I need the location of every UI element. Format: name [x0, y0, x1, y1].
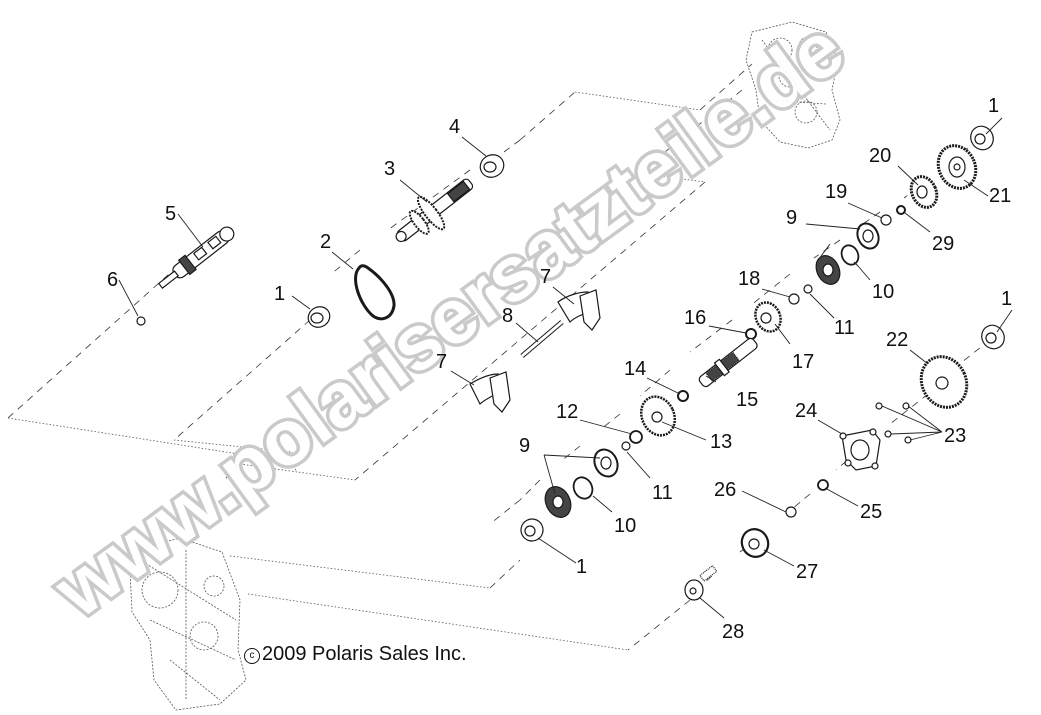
callout-21: 21 — [989, 185, 1011, 207]
part-21-gear — [936, 144, 978, 190]
part-14-bushing — [677, 390, 689, 402]
callout-28: 28 — [722, 621, 744, 643]
callout-1c: 1 — [1001, 288, 1012, 310]
callout-19: 19 — [825, 181, 847, 203]
upper-case-half-illustration — [745, 21, 841, 149]
part-15-output-shaft — [698, 337, 758, 388]
part-20-gear — [909, 175, 939, 209]
part-1-bearing-a — [307, 306, 331, 328]
callout-26: 26 — [714, 479, 736, 501]
part-11-ring-upper — [803, 284, 813, 294]
part-9-bearing-upper-a — [856, 222, 880, 250]
callout-11a: 11 — [834, 317, 855, 339]
callout-15: 15 — [736, 389, 758, 411]
callout-9a: 9 — [786, 207, 797, 229]
callout-1: 1 — [274, 283, 285, 305]
callout-1b: 1 — [988, 95, 999, 117]
callout-6: 6 — [107, 269, 118, 291]
part-12-ring — [629, 430, 643, 444]
callout-17: 17 — [792, 351, 814, 373]
copyright-symbol-icon: c — [244, 648, 260, 664]
part-10-snap-ring-upper — [840, 244, 860, 266]
callouts: 1 2 3 4 5 6 7 7 8 9 9 10 10 11 11 12 13 … — [107, 95, 1012, 643]
lower-case-half-illustration — [129, 537, 247, 711]
callout-10b: 10 — [614, 515, 636, 537]
callout-24: 24 — [795, 400, 817, 422]
callout-11b: 11 — [652, 482, 673, 504]
part-11-ring-lower — [621, 441, 631, 451]
callout-3: 3 — [384, 158, 395, 180]
callout-7b: 7 — [436, 351, 447, 373]
callout-14: 14 — [624, 358, 646, 380]
callout-12: 12 — [556, 401, 578, 423]
callout-22: 22 — [886, 329, 908, 351]
part-3-input-shaft — [395, 178, 474, 243]
part-27-seal — [740, 528, 770, 558]
part-13-gear — [639, 395, 677, 437]
part-2-chain — [354, 264, 396, 321]
part-9-bearing-lower-a — [593, 448, 619, 478]
part-19-washer — [880, 214, 892, 226]
callout-29: 29 — [932, 233, 954, 255]
part-5-shift-drum — [157, 226, 235, 289]
callout-10a: 10 — [872, 281, 894, 303]
part-23-bolts — [875, 402, 912, 444]
callout-20: 20 — [869, 145, 891, 167]
callout-2: 2 — [320, 231, 331, 253]
callout-18: 18 — [738, 268, 760, 290]
callout-13: 13 — [710, 431, 732, 453]
part-24-bearing-retainer — [839, 428, 881, 471]
part-4-bearing — [479, 154, 505, 178]
callout-25: 25 — [860, 501, 882, 523]
callout-16: 16 — [684, 307, 706, 329]
part-17-gear — [754, 301, 782, 333]
callout-23: 23 — [944, 425, 966, 447]
callout-9b: 9 — [519, 435, 530, 457]
part-18-ring — [788, 293, 800, 305]
part-25-ring — [817, 479, 829, 491]
part-22-gear — [919, 355, 969, 409]
part-7-shift-fork-a — [557, 289, 601, 331]
part-1-bearing-d — [520, 518, 544, 542]
parts — [136, 125, 1005, 601]
part-28-drain-plug — [684, 564, 718, 601]
callout-27: 27 — [796, 561, 818, 583]
part-10-snap-ring-lower — [572, 476, 594, 500]
part-26-o-ring — [785, 506, 797, 518]
part-9-bearing-lower-b — [544, 486, 572, 518]
copyright-text: 2009 Polaris Sales Inc. — [262, 643, 467, 665]
part-16-bushing — [745, 328, 757, 340]
part-6-ring — [136, 316, 146, 326]
callout-5: 5 — [165, 203, 176, 225]
watermark: www.polarisersatzteile.de — [34, 0, 863, 638]
callout-7a: 7 — [540, 266, 551, 288]
callout-1d: 1 — [576, 556, 587, 578]
part-9-bearing-upper-b — [815, 255, 841, 285]
callout-8: 8 — [502, 305, 513, 327]
callout-4: 4 — [449, 116, 460, 138]
part-29-bushing — [896, 205, 906, 215]
part-7-shift-fork-b — [469, 371, 511, 413]
leader-lines — [118, 117, 1013, 619]
part-1-bearing-c — [981, 324, 1005, 350]
svg-text:www.polarisersatzteile.de: www.polarisersatzteile.de — [37, 4, 859, 635]
